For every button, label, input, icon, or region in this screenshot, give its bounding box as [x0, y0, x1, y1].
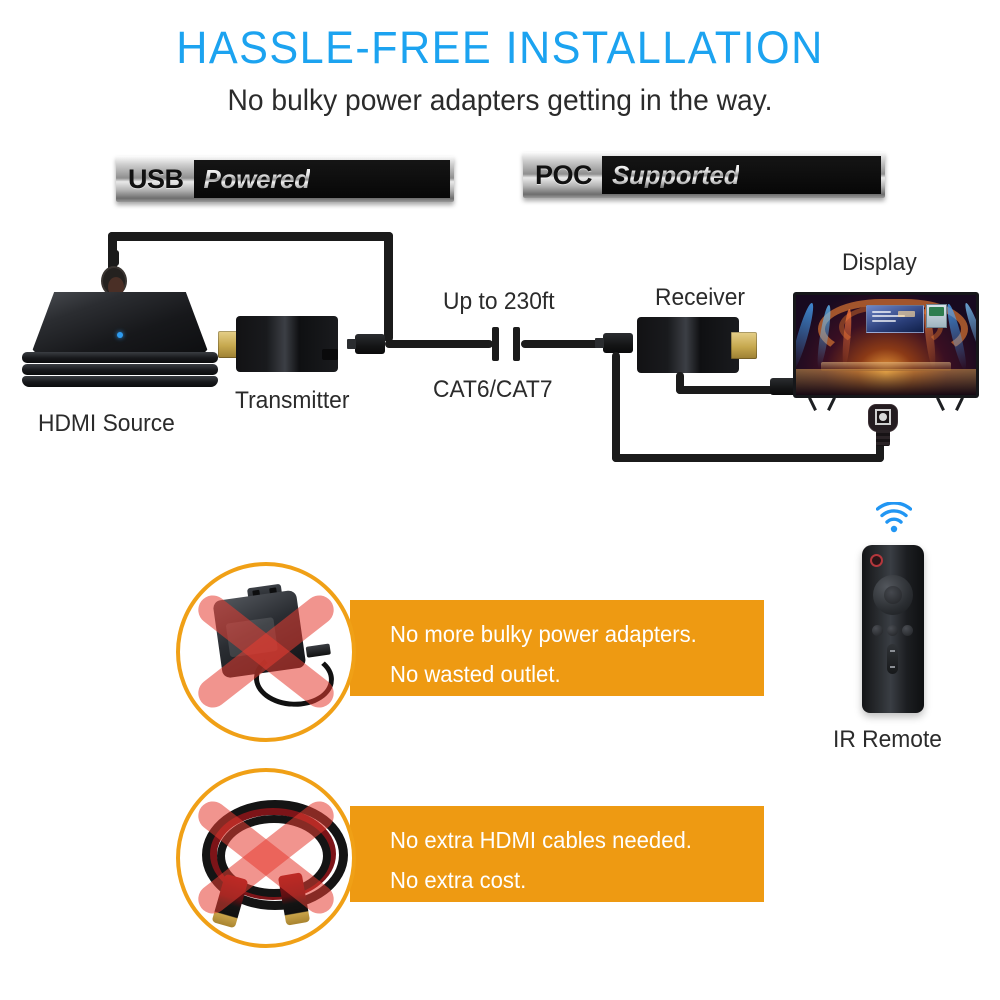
ir-loop-wire-up [876, 440, 884, 462]
ir-receiver-lens [879, 413, 887, 421]
tv-stand-leg-right [937, 397, 963, 410]
hdmi-cable-icon [196, 794, 348, 929]
tv-stand-leg-left [809, 397, 835, 410]
ir-emitter [101, 250, 127, 297]
callout-2-bar [350, 806, 764, 902]
connector-pin [347, 339, 356, 349]
label-receiver: Receiver [655, 284, 745, 311]
hdmi-source-rib [22, 352, 218, 363]
callout-1-line1: No more bulky power adapters. [390, 621, 697, 647]
callout-no-power-adapters: No more bulky power adapters. No wasted … [176, 562, 764, 752]
callout-1-text: No more bulky power adapters. No wasted … [390, 614, 755, 694]
display-tv [793, 292, 979, 410]
connector-pin [595, 338, 604, 348]
page-title: HASSLE-FREE INSTALLATION [176, 22, 824, 73]
receiver-body [637, 317, 739, 373]
callout-no-extra-cables: No extra HDMI cables needed. No extra co… [176, 768, 764, 958]
ir-loop-wire-down [612, 352, 620, 462]
ir-receiver-neck [876, 430, 890, 446]
badge-poc-right-text: Supported [612, 160, 740, 190]
cat-cable-left [385, 340, 493, 348]
receiver-device [637, 317, 757, 373]
label-hdmi-source: HDMI Source [38, 410, 175, 437]
hdmi-plug-icon [731, 332, 757, 359]
badge-usb-right-panel: Powered [193, 160, 450, 198]
ir-remote-device [862, 545, 924, 713]
scene-stage-deck [821, 362, 951, 371]
callout-1-line2: No wasted outlet. [390, 661, 561, 687]
label-cable-type: CAT6/CAT7 [433, 376, 553, 403]
cat-cable-right [521, 340, 611, 348]
cable-break-bar-right [513, 327, 520, 361]
hdmi-source-rib [22, 364, 218, 375]
hdmi-source-top [31, 292, 209, 354]
cable-loop [202, 800, 348, 910]
receiver-ethernet-connector [595, 333, 633, 353]
tv-usb-connector [770, 378, 796, 395]
transmitter-ethernet-connector [347, 334, 385, 354]
badge-poc-supported: POC Supported [523, 152, 885, 198]
red-cross-out-icon [180, 566, 352, 738]
red-cross-out-icon [180, 772, 352, 944]
remote-dpad[interactable] [873, 575, 913, 615]
scene-crowd [796, 369, 976, 395]
remote-back-button[interactable] [887, 625, 898, 636]
transmitter-device [218, 316, 338, 372]
scene-banner [925, 304, 948, 328]
hdmi-source-rib [22, 376, 218, 387]
remote-ok-button[interactable] [884, 586, 902, 604]
transmitter-ir-wire-down [384, 232, 393, 342]
receiver-usb-wire-right [676, 386, 786, 394]
cable-break-bar-left [492, 327, 499, 361]
callout-1-icon-circle [176, 562, 356, 742]
transmitter-body [236, 316, 338, 372]
scene-jumbotron [866, 305, 924, 333]
page-subtitle: No bulky power adapters getting in the w… [227, 84, 773, 117]
tv-screen [796, 295, 976, 395]
ir-receiver-eye [868, 404, 898, 448]
ir-emitter-stem [109, 250, 119, 266]
ir-emitter-wire-horizontal [108, 232, 393, 241]
remote-power-button[interactable] [870, 554, 883, 567]
badge-usb-left-text: USB [128, 163, 184, 194]
callout-2-text: No extra HDMI cables needed. No extra co… [390, 820, 755, 900]
badge-usb-right-text: Powered [203, 164, 311, 194]
label-transmitter: Transmitter [235, 387, 350, 414]
concert-scene-image [796, 295, 976, 395]
label-display: Display [842, 249, 917, 276]
hdmi-source-device [22, 292, 218, 392]
cable-loop [217, 815, 331, 897]
power-led-icon [117, 332, 123, 338]
remote-volume-rocker[interactable] [887, 644, 898, 674]
callout-2-icon-circle [176, 768, 356, 948]
callout-2-line1: No extra HDMI cables needed. [390, 827, 692, 853]
badge-usb-powered: USB Powered [116, 156, 454, 202]
badge-poc-right-panel: Supported [602, 156, 881, 194]
badge-poc-left-text: POC [535, 159, 593, 190]
label-ir-remote: IR Remote [833, 726, 942, 753]
remote-settings-button[interactable] [872, 625, 883, 636]
label-distance: Up to 230ft [443, 288, 555, 315]
callout-1-bar [350, 600, 764, 696]
callout-2-line2: No extra cost. [390, 867, 527, 893]
ir-loop-wire-across [612, 454, 884, 462]
receiver-usb-wire-down [676, 372, 684, 394]
ir-signal-icon [876, 502, 912, 533]
remote-menu-button[interactable] [902, 625, 913, 636]
transmitter-usb-port [322, 349, 338, 360]
